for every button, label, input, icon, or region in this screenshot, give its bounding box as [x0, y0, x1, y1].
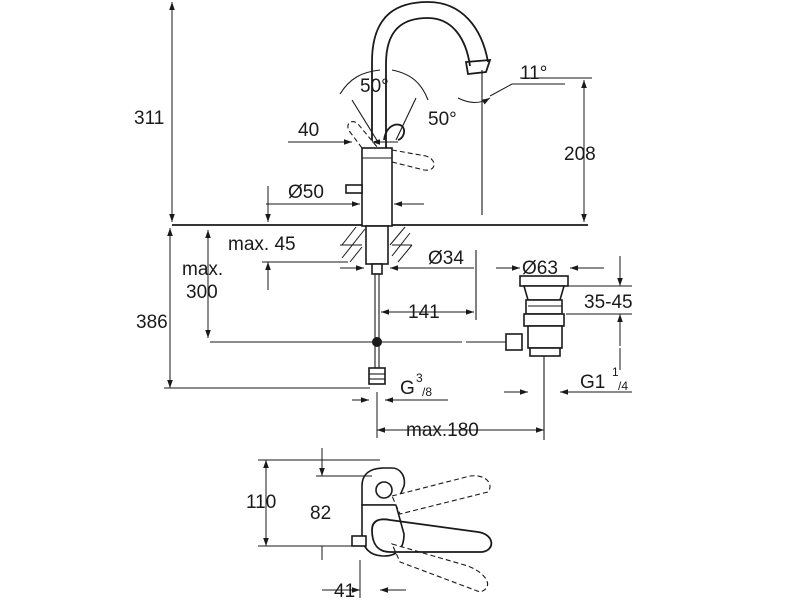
- lever-arc-left: [339, 69, 381, 95]
- tap-body: [361, 147, 393, 227]
- lever-arc-right: [391, 69, 429, 101]
- lever-left-position: [347, 121, 380, 149]
- label-50-degrees-right: 50°: [428, 109, 457, 130]
- top-view-lever: [371, 518, 493, 553]
- lever-handle: [383, 123, 405, 141]
- label-41: 41: [334, 581, 355, 600]
- hose-connector: [368, 367, 386, 385]
- deck-hatching: [340, 226, 413, 263]
- spout-inner: [385, 17, 471, 148]
- label-141: 141: [408, 302, 440, 323]
- label-g1-main: G1: [580, 372, 605, 393]
- label-g-sub: /8: [422, 385, 432, 399]
- label-diameter-50: Ø50: [288, 182, 324, 203]
- label-max-300-line1: max.: [182, 259, 223, 280]
- top-view: 110 82 41: [246, 448, 493, 600]
- label-40: 40: [298, 120, 319, 141]
- label-g-main: G: [400, 378, 415, 399]
- label-g1-sup: 1: [612, 365, 619, 379]
- label-max-300-line2: 300: [186, 282, 218, 303]
- label-110: 110: [246, 492, 276, 513]
- pop-up-rod-knob: [345, 184, 363, 194]
- label-50-degrees-left: 50°: [360, 76, 389, 97]
- label-diameter-63: Ø63: [522, 258, 558, 279]
- aerator: [464, 58, 492, 75]
- shank-nut: [371, 263, 383, 275]
- spout-outer: [371, 1, 489, 148]
- label-11-degrees: 11°: [520, 63, 547, 84]
- label-max-180: max.180: [406, 420, 479, 441]
- shank: [365, 225, 389, 265]
- label-diameter-34: Ø34: [428, 248, 464, 269]
- label-g-sup: 3: [416, 371, 423, 385]
- top-view-rod: [351, 535, 367, 547]
- top-view-lever-left: [391, 543, 489, 593]
- top-view-cartridge: [375, 481, 393, 499]
- label-35-45: 35-45: [584, 292, 633, 313]
- label-311: 311: [134, 108, 164, 129]
- top-view-lever-right: [391, 475, 491, 515]
- label-g1-sub: /4: [618, 379, 628, 393]
- pop-up-waste: [505, 275, 569, 357]
- label-208: 208: [564, 144, 596, 165]
- lever-right-position: [391, 149, 435, 171]
- label-82: 82: [310, 503, 331, 524]
- label-max-45: max. 45: [228, 234, 296, 255]
- side-view: 311 208 11° 50° 50° 40 Ø50 max. 45 Ø34: [134, 1, 633, 441]
- label-386: 386: [136, 312, 168, 333]
